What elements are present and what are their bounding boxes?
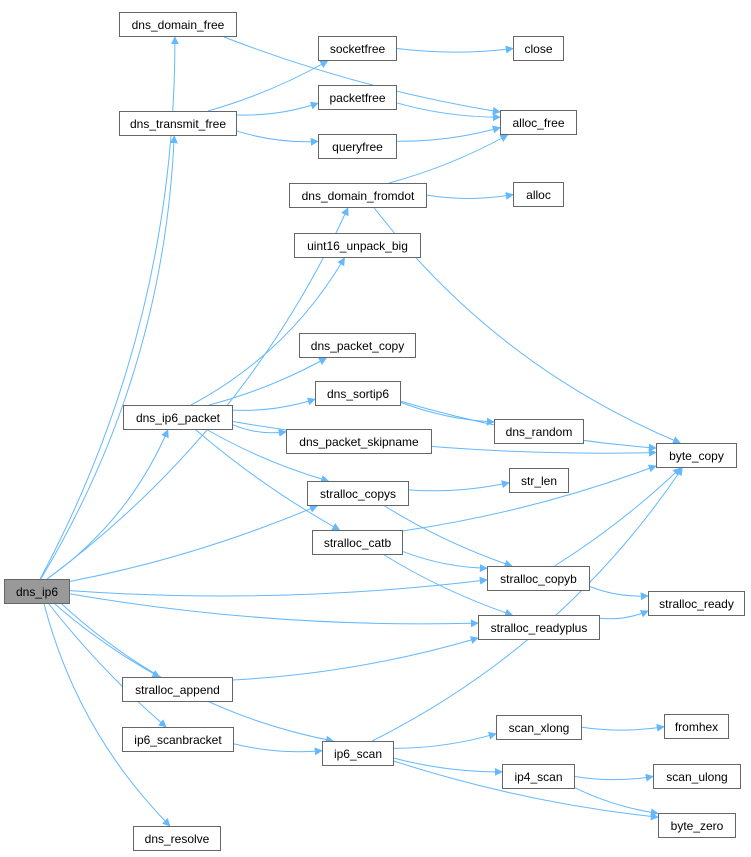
edge-ip4-scan-to-byte-zero	[574, 787, 659, 817]
node-ip6-scanbracket[interactable]: ip6_scanbracket	[122, 727, 234, 752]
edge-ip4-scan-to-scan-ulong	[574, 773, 654, 782]
node-dns-domain-fromdot[interactable]: dns_domain_fromdot	[289, 183, 427, 208]
node-dns-domain-free[interactable]: dns_domain_free	[119, 12, 237, 37]
node-dns-packet-skipname[interactable]: dns_packet_skipname	[286, 429, 432, 454]
edge-socketfree-to-close	[396, 45, 514, 54]
edge-dns-ip6-packet-to-uint16-unpack-big	[190, 257, 345, 406]
node-queryfree[interactable]: queryfree	[318, 134, 397, 159]
edge-dns-transmit-free-to-packetfree	[236, 101, 319, 116]
node-scan-ulong[interactable]: scan_ulong	[653, 764, 741, 789]
edge-ip6-scan-to-ip4-scan	[393, 757, 503, 776]
edge-dns-ip6-packet-to-dns-sortip6	[232, 397, 316, 411]
edge-stralloc-catb-to-stralloc-copyb	[402, 551, 488, 573]
node-stralloc-append[interactable]: stralloc_append	[122, 677, 233, 702]
node-stralloc-catb[interactable]: stralloc_catb	[312, 530, 403, 555]
edge-dns-sortip6-to-dns-random	[400, 402, 495, 426]
node-byte-copy[interactable]: byte_copy	[656, 443, 737, 468]
edge-dns-ip6-to-stralloc-copyb	[69, 576, 488, 597]
edge-stralloc-catb-to-byte-copy	[402, 464, 657, 532]
edge-dns-domain-fromdot-to-alloc-free	[388, 134, 509, 184]
node-dns-resolve[interactable]: dns_resolve	[133, 826, 221, 851]
node-ip6-scan[interactable]: ip6_scan	[322, 741, 394, 766]
edge-ip6-scanbracket-to-ip6-scan	[233, 743, 323, 756]
edge-packetfree-to-alloc-free	[396, 102, 501, 122]
edge-dns-ip6-to-ip6-scanbracket	[48, 603, 167, 728]
edge-queryfree-to-alloc-free	[396, 125, 501, 142]
node-fromhex[interactable]: fromhex	[664, 714, 729, 739]
node-stralloc-readyplus[interactable]: stralloc_readyplus	[478, 615, 600, 640]
edge-dns-ip6-packet-to-stralloc-catb	[195, 429, 341, 531]
edge-ip6-scan-to-byte-copy	[371, 467, 683, 742]
node-byte-zero[interactable]: byte_zero	[658, 813, 736, 838]
edge-dns-ip6-to-ip6-scan	[61, 603, 335, 744]
node-dns-sortip6[interactable]: dns_sortip6	[315, 381, 401, 406]
edge-stralloc-copyb-to-stralloc-ready	[589, 586, 649, 601]
node-stralloc-copyb[interactable]: stralloc_copyb	[487, 566, 590, 591]
edge-stralloc-copys-to-str-len	[408, 480, 510, 492]
edge-dns-ip6-packet-to-stralloc-copys	[207, 429, 330, 483]
node-str-len[interactable]: str_len	[509, 468, 569, 493]
edge-stralloc-copyb-to-byte-copy	[554, 467, 682, 567]
edge-dns-domain-fromdot-to-alloc	[426, 191, 514, 200]
edge-ip6-scan-to-scan-xlong	[393, 731, 497, 749]
edge-dns-ip6-packet-to-dns-packet-skipname	[232, 424, 287, 437]
node-stralloc-copys[interactable]: stralloc_copys	[307, 481, 409, 506]
node-close[interactable]: close	[513, 36, 564, 61]
edge-dns-ip6-to-dns-resolve	[43, 603, 171, 827]
node-packetfree[interactable]: packetfree	[318, 85, 397, 110]
edge-dns-ip6-to-stralloc-copys	[69, 505, 318, 582]
edge-dns-ip6-to-dns-domain-fromdot	[46, 207, 349, 580]
node-dns-transmit-free[interactable]: dns_transmit_free	[119, 111, 237, 136]
node-dns-ip6: dns_ip6	[4, 579, 70, 604]
node-stralloc-ready[interactable]: stralloc_ready	[648, 591, 745, 616]
node-scan-xlong[interactable]: scan_xlong	[496, 715, 582, 740]
edge-stralloc-append-to-stralloc-readyplus	[232, 636, 479, 681]
edge-dns-ip6-to-stralloc-readyplus	[69, 593, 479, 628]
edge-dns-transmit-free-to-queryfree	[236, 130, 319, 146]
node-alloc-free[interactable]: alloc_free	[500, 110, 577, 135]
edge-dns-ip6-to-stralloc-append	[54, 603, 161, 678]
edge-dns-domain-free-to-alloc-free	[223, 36, 501, 115]
edge-dns-ip6-to-dns-ip6-packet	[46, 429, 169, 580]
node-dns-packet-copy[interactable]: dns_packet_copy	[299, 333, 416, 358]
node-alloc[interactable]: alloc	[513, 182, 564, 207]
edge-stralloc-catb-to-stralloc-readyplus	[383, 554, 514, 617]
edge-dns-transmit-free-to-socketfree	[207, 60, 329, 112]
node-dns-ip6-packet[interactable]: dns_ip6_packet	[123, 405, 233, 430]
edge-dns-ip6-packet-to-dns-packet-copy	[209, 357, 328, 406]
node-dns-random[interactable]: dns_random	[494, 419, 584, 444]
node-ip4-scan[interactable]: ip4_scan	[502, 764, 575, 789]
node-uint16-unpack-big[interactable]: uint16_unpack_big	[294, 233, 421, 258]
edge-stralloc-copys-to-stralloc-copyb	[384, 505, 513, 568]
edge-stralloc-readyplus-to-stralloc-ready	[599, 610, 649, 620]
edge-dns-ip6-to-dns-transmit-free	[40, 135, 178, 580]
edge-ip6-scan-to-byte-zero	[393, 760, 659, 821]
node-socketfree[interactable]: socketfree	[318, 36, 397, 61]
edge-scan-xlong-to-fromhex	[581, 723, 665, 732]
